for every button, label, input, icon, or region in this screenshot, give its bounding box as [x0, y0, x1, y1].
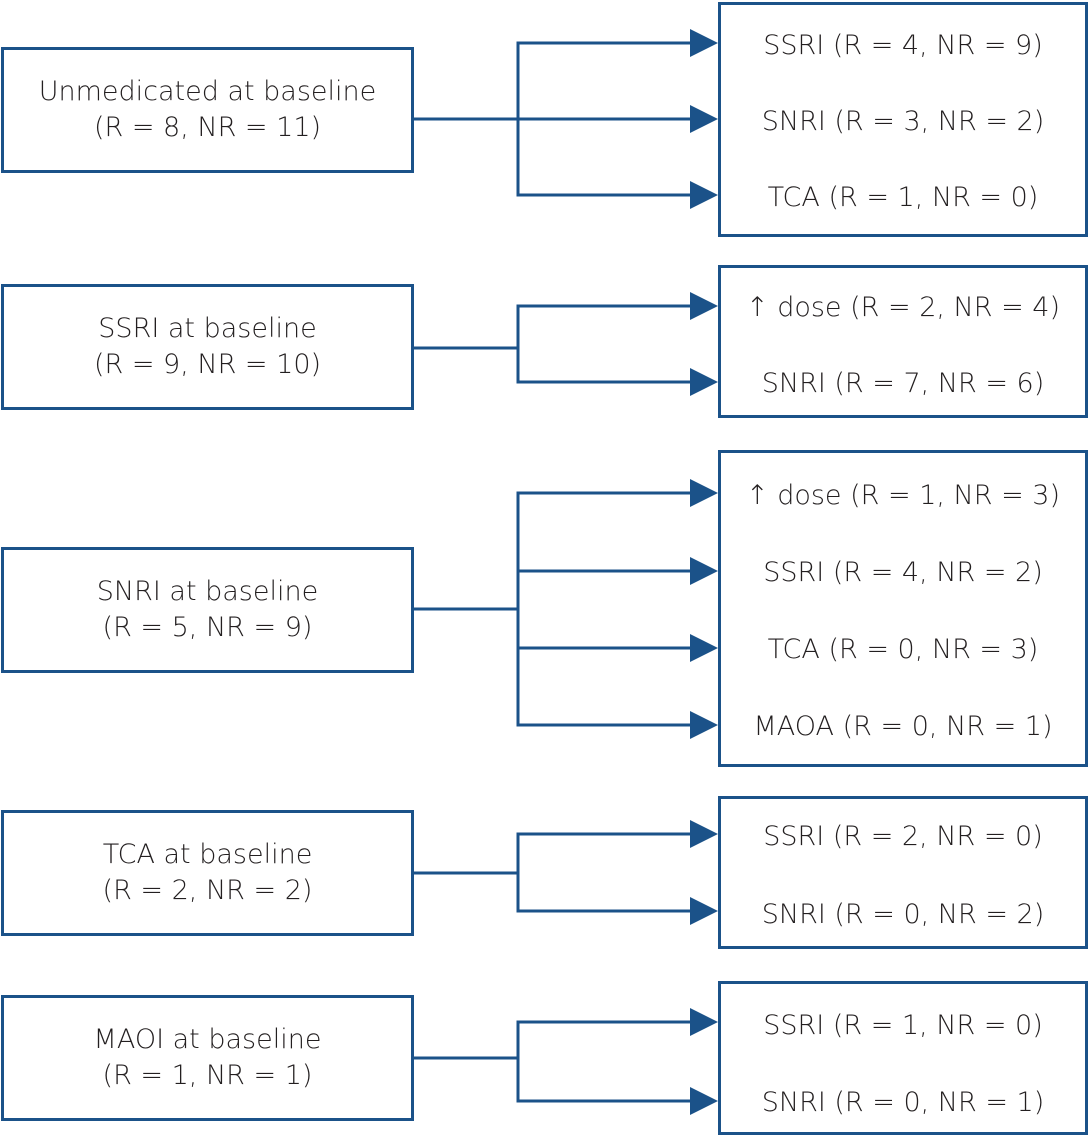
- baseline-box-maoi: MAOI at baseline (R = 1, NR = 1): [1, 995, 414, 1121]
- baseline-title: Unmedicated at baseline: [38, 76, 377, 107]
- arrowhead-icon: [690, 368, 718, 396]
- arrowhead-icon: [690, 820, 718, 848]
- arrowhead-icon: [690, 711, 718, 739]
- arrowhead-icon: [690, 181, 718, 209]
- outcome-label: SSRI (R = 2, NR = 0): [763, 821, 1043, 852]
- outcome-label: SSRI (R = 4, NR = 2): [763, 557, 1043, 588]
- arrowhead-icon: [690, 557, 718, 585]
- outcome-label: ↑ dose (R = 1, NR = 3): [745, 480, 1060, 511]
- outcome-box-snri: ↑ dose (R = 1, NR = 3) SSRI (R = 4, NR =…: [718, 450, 1088, 767]
- baseline-counts: (R = 1, NR = 1): [102, 1060, 313, 1091]
- arrowhead-icon: [690, 1087, 718, 1115]
- arrowhead-icon: [690, 105, 718, 133]
- arrowhead-icon: [690, 634, 718, 662]
- baseline-box-unmedicated: Unmedicated at baseline (R = 8, NR = 11): [1, 47, 414, 173]
- outcome-box-maoi: SSRI (R = 1, NR = 0) SNRI (R = 0, NR = 1…: [718, 981, 1088, 1135]
- outcome-label: ↑ dose (R = 2, NR = 4): [745, 292, 1060, 323]
- baseline-title: TCA at baseline: [102, 839, 313, 870]
- baseline-box-ssri: SSRI at baseline (R = 9, NR = 10): [1, 284, 414, 410]
- baseline-counts: (R = 9, NR = 10): [93, 349, 322, 380]
- outcome-label: SNRI (R = 3, NR = 2): [761, 106, 1045, 137]
- outcome-label: SSRI (R = 4, NR = 9): [763, 30, 1043, 61]
- arrowhead-icon: [690, 292, 718, 320]
- baseline-counts: (R = 8, NR = 11): [93, 112, 322, 143]
- outcome-box-unmedicated: SSRI (R = 4, NR = 9) SNRI (R = 3, NR = 2…: [718, 2, 1088, 237]
- arrowhead-icon: [690, 897, 718, 925]
- baseline-title: SSRI at baseline: [98, 313, 317, 344]
- baseline-title: MAOI at baseline: [93, 1024, 322, 1055]
- outcome-box-tca: SSRI (R = 2, NR = 0) SNRI (R = 0, NR = 2…: [718, 796, 1088, 949]
- baseline-box-tca: TCA at baseline (R = 2, NR = 2): [1, 810, 414, 936]
- outcome-label: MAOA (R = 0, NR = 1): [753, 711, 1053, 742]
- outcome-label: SSRI (R = 1, NR = 0): [763, 1010, 1043, 1041]
- outcome-label: SNRI (R = 7, NR = 6): [761, 368, 1045, 399]
- arrowhead-icon: [690, 29, 718, 57]
- baseline-counts: (R = 5, NR = 9): [102, 612, 313, 643]
- outcome-label: SNRI (R = 0, NR = 2): [761, 899, 1045, 930]
- arrowhead-icon: [690, 479, 718, 507]
- outcome-label: SNRI (R = 0, NR = 1): [761, 1087, 1045, 1118]
- outcome-box-ssri: ↑ dose (R = 2, NR = 4) SNRI (R = 7, NR =…: [718, 265, 1088, 418]
- baseline-box-snri: SNRI at baseline (R = 5, NR = 9): [1, 547, 414, 673]
- outcome-label: TCA (R = 1, NR = 0): [767, 182, 1039, 213]
- baseline-title: SNRI at baseline: [96, 576, 319, 607]
- outcome-label: TCA (R = 0, NR = 3): [767, 634, 1039, 665]
- baseline-counts: (R = 2, NR = 2): [102, 875, 313, 906]
- arrowhead-icon: [690, 1008, 718, 1036]
